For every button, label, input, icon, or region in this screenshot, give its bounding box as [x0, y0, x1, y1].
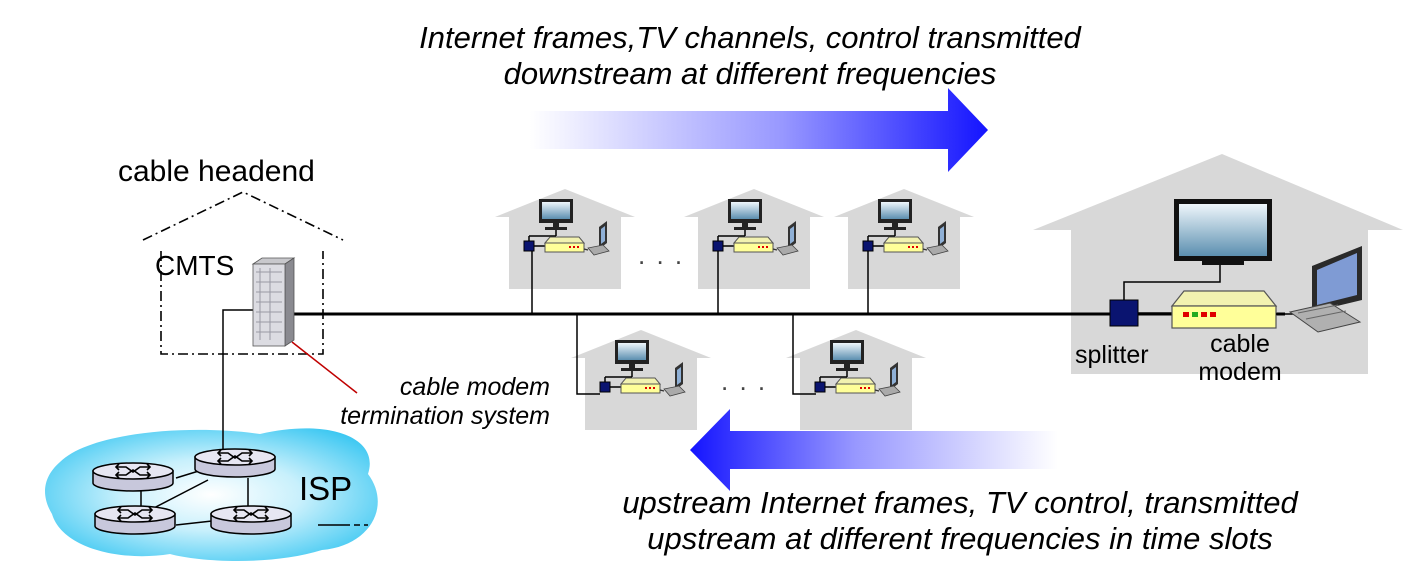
cable-modem-line-1: cable: [1210, 330, 1270, 358]
large-house-tv: [1174, 199, 1272, 265]
downstream-line-1: Internet frames,TV channels, control tra…: [419, 20, 1081, 55]
cmts-desc-line-2: termination system: [340, 402, 550, 430]
router-2: [194, 448, 276, 478]
cmts-rack: [251, 257, 296, 347]
ellipsis-top: . . .: [638, 240, 685, 270]
downstream-line-2: downstream at different frequencies: [503, 56, 997, 91]
upstream-caption: upstream Internet frames, TV control, tr…: [520, 485, 1400, 557]
router-1: [92, 462, 174, 492]
cable-modem-label: cable modem: [1180, 330, 1300, 386]
router-3: [94, 505, 176, 535]
top-drops: [531, 250, 869, 314]
large-house-computer: [1288, 246, 1362, 333]
headend-house: [142, 191, 344, 241]
router-4: [210, 505, 292, 535]
splitter-box: [1109, 299, 1139, 327]
cmts-desc-line-1: cable modem: [399, 373, 550, 401]
upstream-line-1: upstream Internet frames, TV control, tr…: [622, 485, 1298, 520]
cmts-isp-link: [222, 309, 262, 462]
splitter-label: splitter: [1075, 341, 1149, 369]
cable-modem-line-2: modem: [1198, 358, 1282, 386]
cmts-pointer: [291, 341, 358, 394]
tv-cable: [1123, 265, 1221, 305]
upstream-line-2: upstream at different frequencies in tim…: [647, 521, 1273, 556]
headend-walls: [160, 251, 324, 355]
isp-label: ISP: [299, 470, 353, 507]
cable-headend-label: cable headend: [118, 155, 315, 188]
cmts-description: cable modem termination system: [300, 373, 550, 431]
upstream-arrow: [690, 409, 1058, 491]
bottom-drops: [576, 314, 816, 395]
downstream-caption: Internet frames,TV channels, control tra…: [330, 20, 1170, 92]
downstream-arrow: [530, 88, 988, 172]
cmts-label: CMTS: [155, 250, 235, 281]
ellipsis-bottom: . . .: [721, 366, 768, 396]
cable-modem-device: [1170, 290, 1278, 329]
